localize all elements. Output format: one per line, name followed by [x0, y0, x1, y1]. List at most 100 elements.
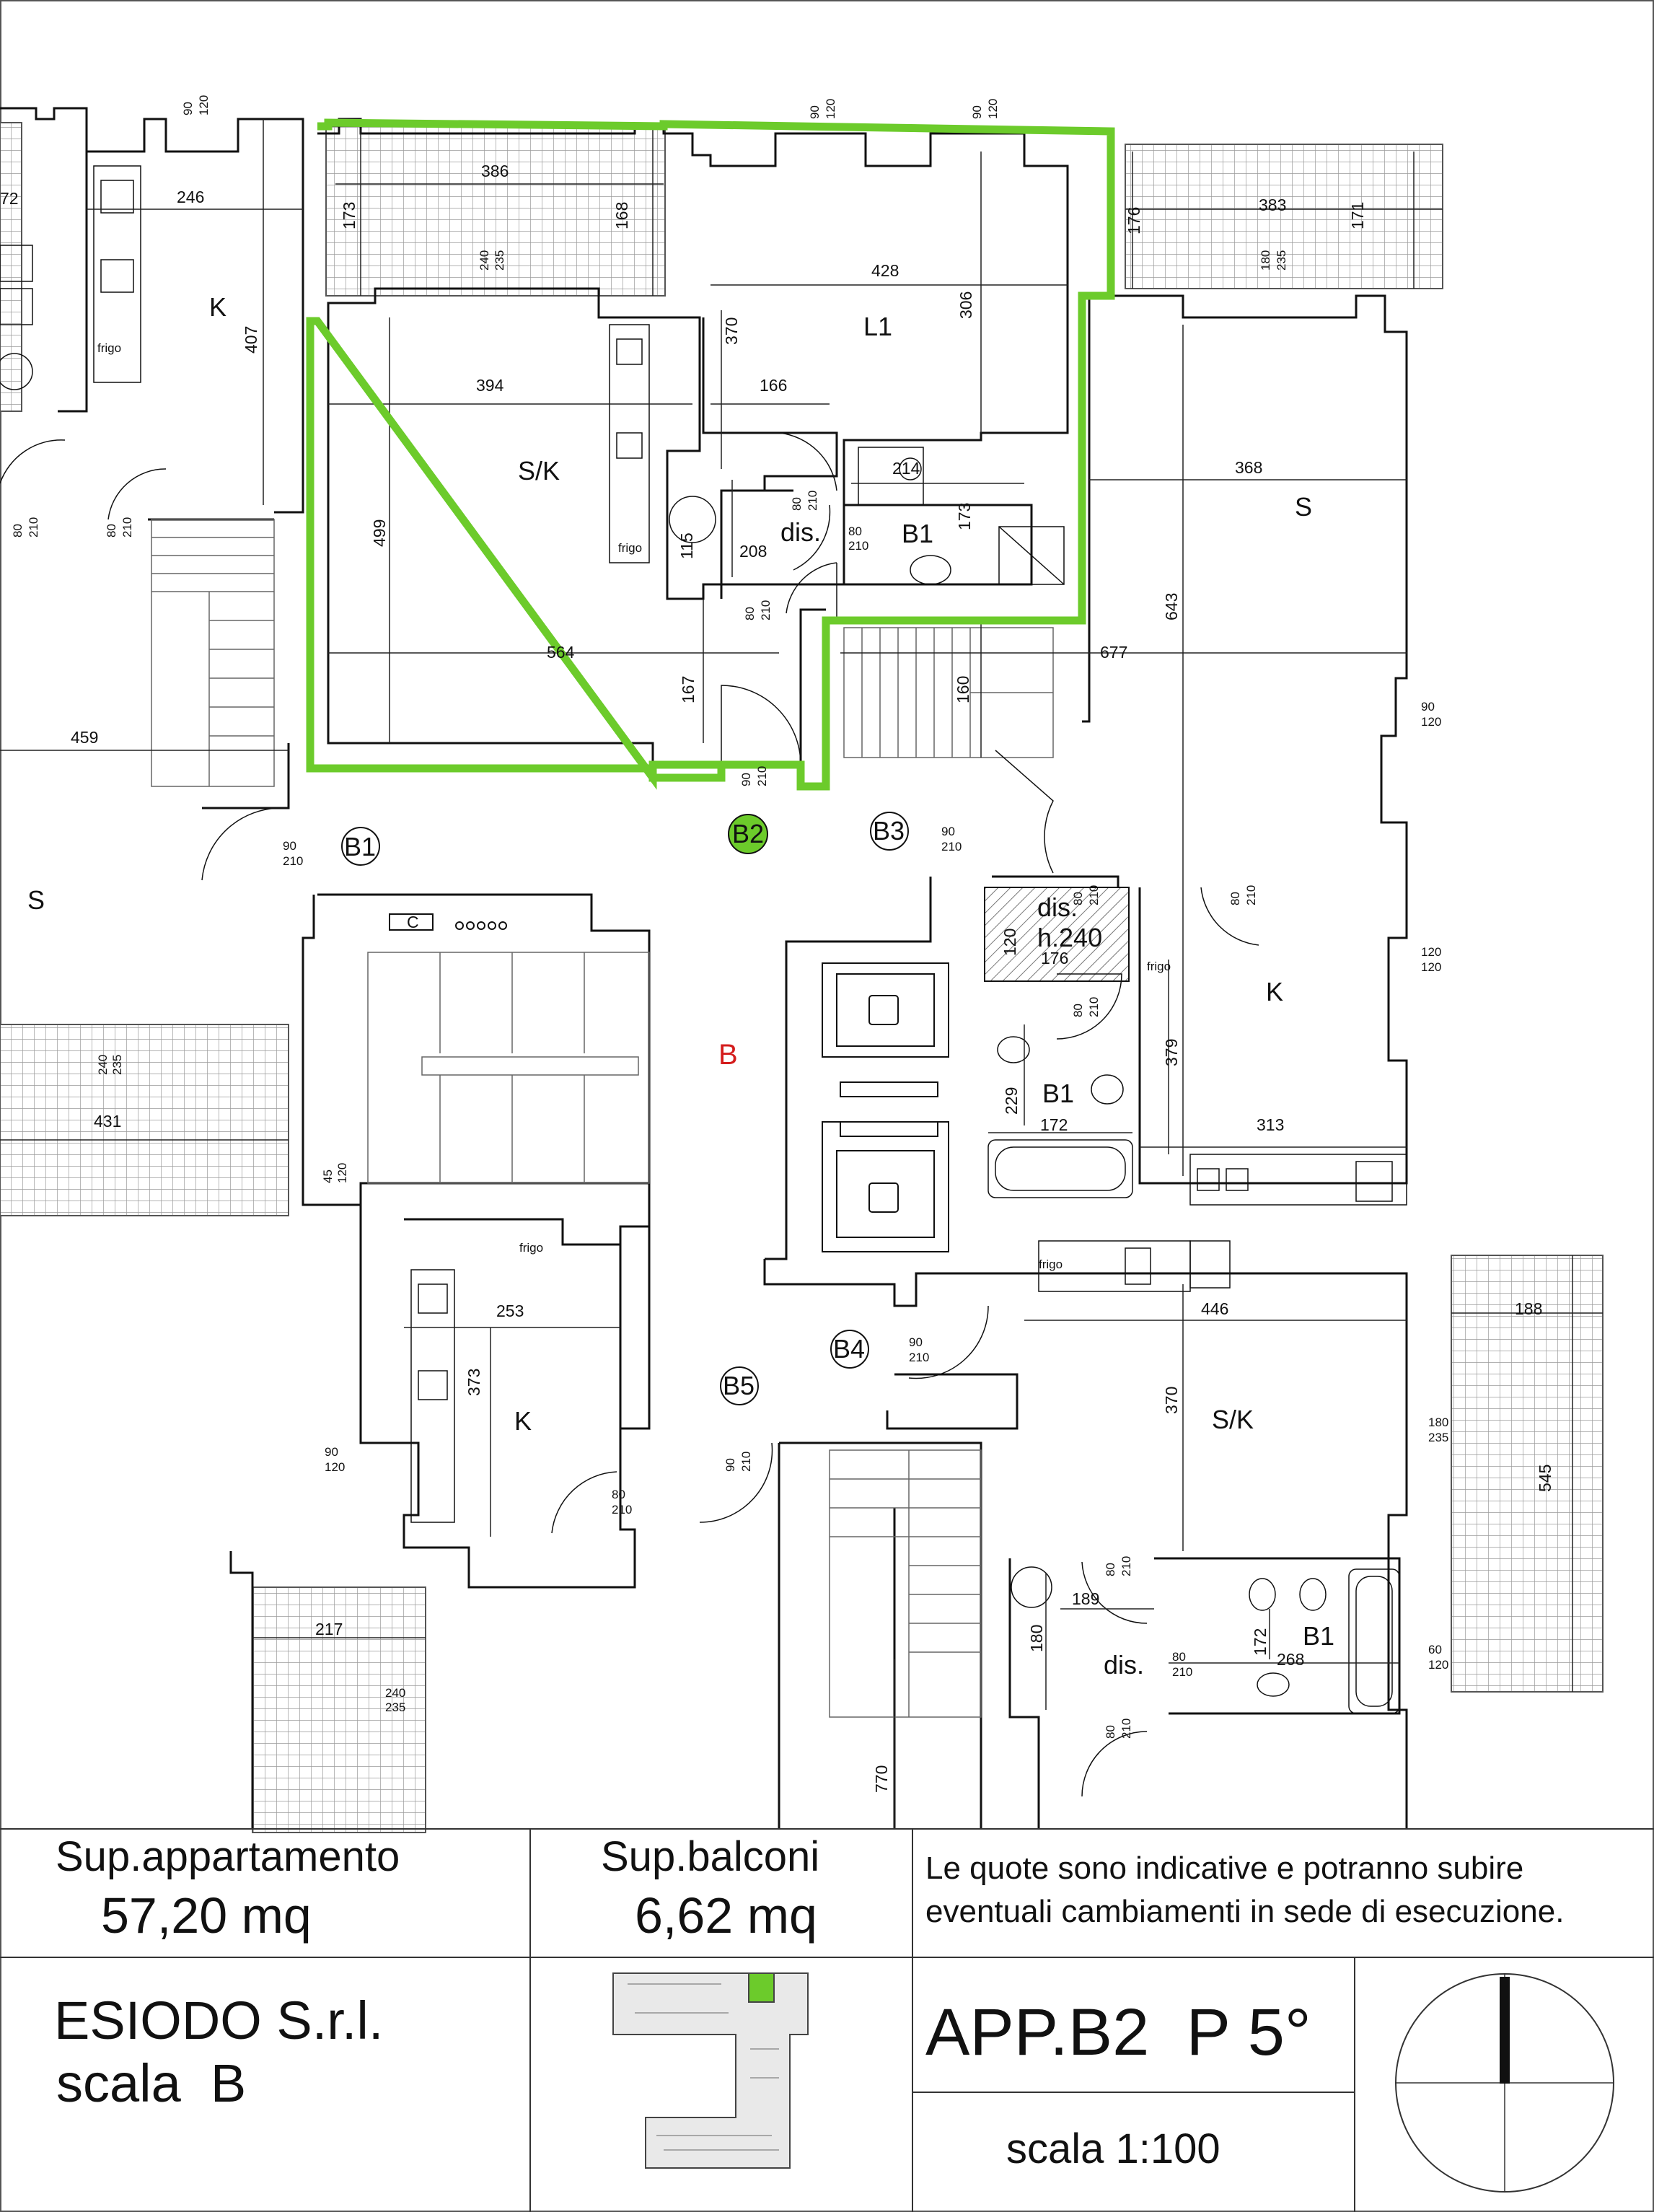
svg-text:80: 80 [1071, 892, 1085, 905]
svg-text:240: 240 [385, 1686, 405, 1700]
svg-text:235: 235 [1428, 1431, 1448, 1444]
room-label-k-bottom: K [514, 1406, 532, 1436]
dim-306: 306 [956, 291, 975, 319]
room-label-dis-h: dis. [1037, 892, 1078, 922]
stairs [151, 519, 1054, 1718]
sup-balconi-label: Sup.balconi [601, 1833, 820, 1880]
stair-block-label: B [718, 1039, 738, 1071]
disclaimer-line-1: Le quote sono indicative e potranno subi… [925, 1851, 1524, 1886]
dim-172: 172 [1040, 1115, 1068, 1134]
svg-text:90: 90 [325, 1445, 338, 1459]
svg-text:235: 235 [110, 1055, 124, 1075]
svg-text:120: 120 [197, 95, 211, 115]
svg-text:235: 235 [385, 1700, 405, 1714]
tag-b3: B3 [873, 816, 905, 846]
fridge-label: frigo [1039, 1258, 1063, 1271]
dim-383: 383 [1259, 196, 1286, 214]
dim-431: 431 [94, 1112, 121, 1131]
svg-text:235: 235 [493, 250, 506, 271]
svg-text:210: 210 [739, 1452, 753, 1472]
dim-166: 166 [760, 376, 787, 395]
fridge-label: frigo [519, 1241, 543, 1255]
svg-text:120: 120 [335, 1163, 349, 1183]
doors [0, 432, 1259, 1797]
svg-text:210: 210 [1119, 1556, 1133, 1576]
svg-text:120: 120 [1421, 945, 1441, 959]
dim-394: 394 [476, 376, 504, 395]
svg-text:210: 210 [27, 517, 40, 537]
dim-446: 446 [1201, 1299, 1228, 1318]
dim-643: 643 [1162, 593, 1181, 620]
svg-text:210: 210 [283, 854, 303, 868]
svg-text:120: 120 [1428, 1658, 1448, 1672]
walls [0, 107, 1408, 1829]
drawing-scale: scala 1:100 [1006, 2125, 1220, 2172]
dim-173b: 173 [955, 503, 974, 530]
dim-214: 214 [892, 459, 920, 478]
room-label-b1-bottom: B1 [1303, 1621, 1334, 1651]
sup-balconi-value: 6,62 mq [635, 1887, 817, 1944]
dim-189: 189 [1072, 1589, 1099, 1608]
dim-268: 268 [1277, 1650, 1304, 1669]
svg-text:210: 210 [1172, 1665, 1192, 1679]
fridge-label: frigo [618, 541, 642, 555]
burners-icon [455, 921, 507, 930]
dim-368: 368 [1235, 458, 1262, 477]
dim-188: 188 [1515, 1299, 1542, 1318]
svg-text:210: 210 [941, 840, 962, 853]
elevators [822, 962, 949, 1252]
svg-text:80: 80 [848, 525, 862, 538]
svg-text:210: 210 [806, 491, 819, 511]
dim-180: 180 [1027, 1625, 1046, 1652]
svg-text:235: 235 [1275, 250, 1288, 271]
elevator-1 [822, 962, 949, 1058]
balconies [0, 122, 1604, 1833]
room-label-b1-mid: B1 [1042, 1079, 1074, 1108]
dim-564: 564 [547, 643, 575, 662]
dim-386: 386 [481, 162, 509, 180]
dim-176: 176 [1125, 207, 1143, 234]
svg-text:80: 80 [612, 1488, 625, 1501]
dim-407: 407 [242, 326, 260, 354]
room-label-h240: h.240 [1037, 923, 1102, 952]
fridge-label: frigo [1147, 960, 1171, 973]
dim-246: 246 [177, 188, 204, 206]
title-block-grid [0, 1828, 1654, 2212]
fridge-label: frigo [97, 341, 121, 355]
svg-text:90: 90 [1421, 700, 1435, 714]
svg-text:90: 90 [283, 839, 296, 853]
svg-text:80: 80 [743, 607, 757, 620]
room-label-s-left: S [27, 885, 45, 915]
svg-text:210: 210 [848, 539, 868, 553]
sup-appartamento-value: 57,20 mq [101, 1887, 312, 1944]
svg-text:120: 120 [325, 1460, 345, 1474]
svg-text:45: 45 [321, 1169, 335, 1183]
svg-text:80: 80 [790, 497, 804, 511]
dim-253: 253 [496, 1302, 524, 1320]
room-label-l1: L1 [863, 312, 892, 341]
balcony-top-right [1125, 144, 1443, 289]
svg-text:180: 180 [1428, 1416, 1448, 1429]
balcony-right [1451, 1255, 1604, 1693]
sup-appartamento-label: Sup.appartamento [56, 1833, 400, 1880]
tag-b2: B2 [732, 819, 764, 848]
room-label-k-topleft: K [209, 292, 226, 322]
dim-115: 115 [677, 532, 696, 559]
svg-text:120: 120 [824, 99, 837, 119]
svg-text:90: 90 [909, 1335, 923, 1349]
dim-168: 168 [612, 202, 631, 229]
svg-text:90: 90 [941, 825, 955, 838]
svg-text:210: 210 [759, 600, 773, 620]
svg-text:120: 120 [1421, 715, 1441, 729]
dim-770: 770 [872, 1765, 891, 1793]
disclaimer-line-2: eventuali cambiamenti in sede di esecuzi… [925, 1894, 1565, 1929]
fixtures [0, 165, 1407, 1714]
svg-text:210: 210 [120, 517, 134, 537]
dim-499: 499 [370, 519, 389, 547]
dim-167: 167 [679, 676, 698, 703]
dim-160: 160 [954, 676, 972, 703]
dim-217: 217 [315, 1620, 343, 1638]
svg-text:80: 80 [105, 524, 118, 537]
svg-text:180: 180 [1259, 250, 1272, 271]
